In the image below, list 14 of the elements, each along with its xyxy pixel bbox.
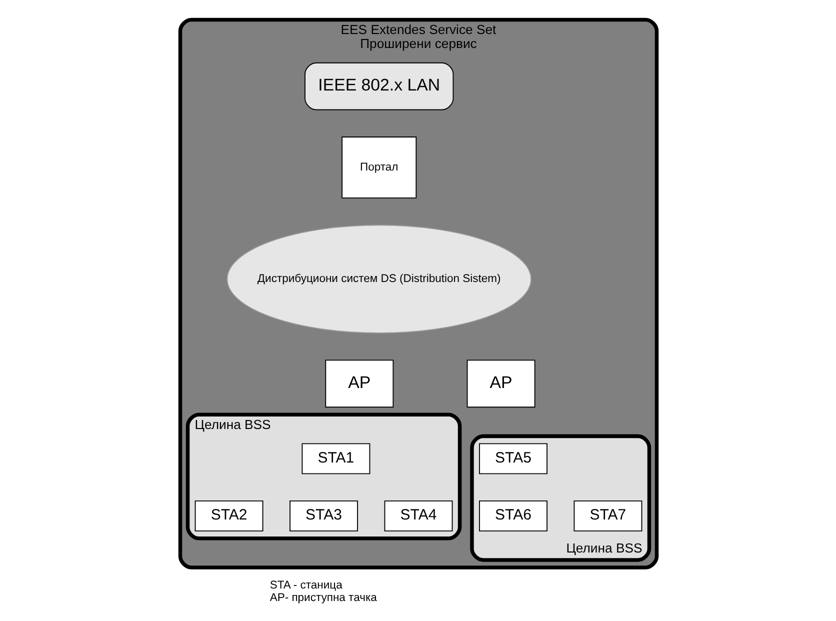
node-box: IEEE 802.x LAN (304, 62, 454, 110)
label: STA - станица (269, 580, 342, 592)
node-box: Портал (341, 136, 416, 198)
label: AP- приступна тачка (269, 592, 376, 604)
node-box: STA6 (478, 500, 547, 532)
node-box: STA1 (301, 443, 370, 474)
node-box: STA4 (384, 500, 452, 532)
node-box: STA2 (194, 500, 263, 532)
node-box: STA7 (573, 500, 642, 532)
node-box: AP (324, 360, 394, 408)
node-box: STA3 (289, 500, 358, 532)
node-box: STA5 (478, 443, 547, 474)
node-ellipse: Дистрибуциони систем DS (Distribution Sistem) (226, 224, 532, 334)
node-box: AP (466, 360, 535, 408)
